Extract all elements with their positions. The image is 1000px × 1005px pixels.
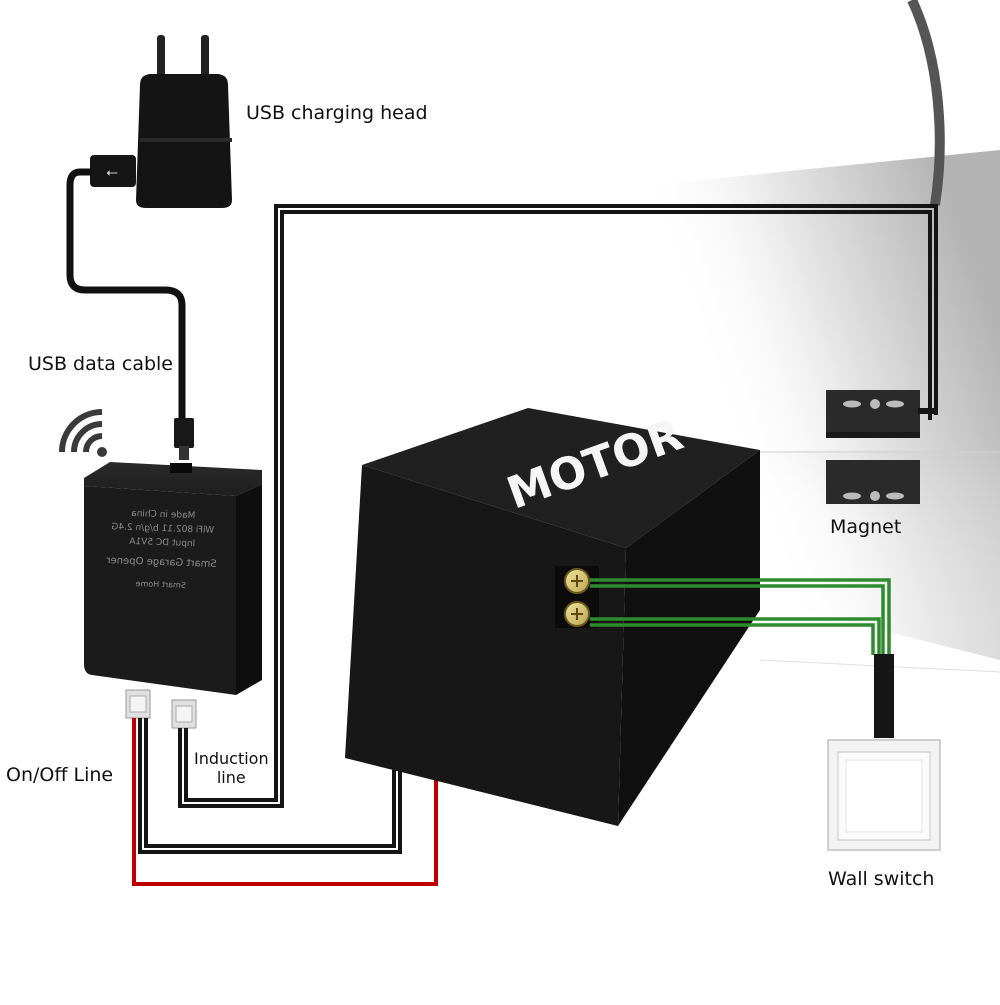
wifi-icon [59,409,107,457]
magnet-sensor [826,390,938,504]
jst-connectors [125,689,197,729]
label-magnet: Magnet [830,516,902,538]
smart-garage-opener [84,462,262,695]
motor: MOTOR [345,408,760,826]
garage-door-arc [907,0,945,206]
usb-data-cable: ⭠ [66,155,194,460]
label-usb-data-cable: USB data cable [28,353,173,375]
label-on-off-line: On/Off Line [6,764,114,786]
green-wires [590,578,891,655]
label-induction-line: Induction line [194,749,269,787]
label-wall-switch: Wall switch [828,868,935,890]
wall-switch-cable [874,654,894,738]
label-induction-line-2: line [216,768,246,787]
usb-charging-head [136,35,232,208]
label-induction-line-1: Induction [194,749,269,768]
micro-usb-connector [174,418,194,448]
device-text-4: Smart Garage Opener [106,555,217,570]
wall-switch [827,739,941,851]
device-text: Made in China WiFi 802.11 b/g/n 2.4G Inp… [93,506,232,595]
usb-a-connector [90,155,136,187]
label-usb-charging-head: USB charging head [246,102,428,124]
plug-pin-left [157,35,165,80]
usb-icon: ⭠ [106,163,118,181]
plug-pin-right [201,35,209,80]
